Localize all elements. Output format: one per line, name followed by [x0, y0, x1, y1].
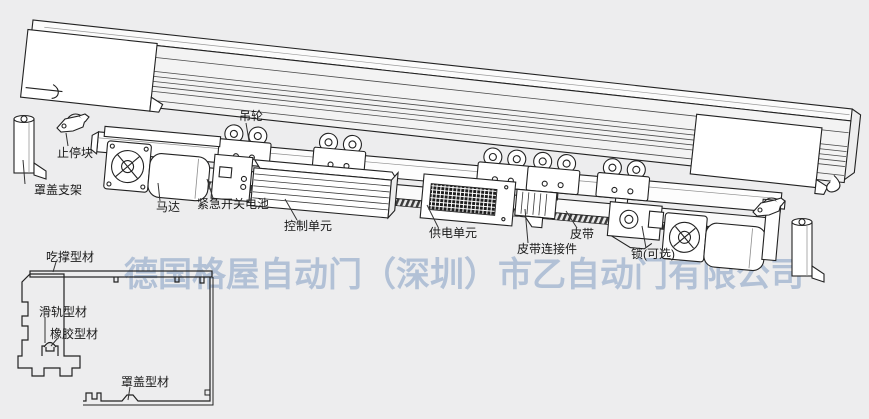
- control-unit-box: [249, 159, 399, 220]
- rail-left-end: [25, 84, 63, 100]
- label-stop-block: 止停块: [56, 146, 94, 160]
- label-slide-rail-profile: 滑轨型材: [38, 305, 88, 319]
- cover-bracket-left: [13, 114, 47, 180]
- rail-left-cover-panel: [19, 28, 164, 113]
- cover-bracket-right: [791, 217, 825, 283]
- lock-assembly: [606, 201, 665, 250]
- track-profile-body: [17, 273, 81, 377]
- label-cover-profile: 罩盖型材: [120, 375, 170, 389]
- label-hanger-wheel: 吊轮: [238, 109, 264, 123]
- cover-profile-strip: [83, 277, 214, 406]
- label-motor: 马达: [155, 200, 181, 214]
- motor-assembly: [103, 125, 222, 202]
- stop-block-left: [56, 113, 90, 133]
- belt-connector-clamp: [514, 188, 558, 229]
- operator-assembly: [90, 123, 786, 272]
- label-emergency-battery: 紧急开关电池: [196, 197, 270, 211]
- label-control-unit: 控制单元: [283, 219, 333, 233]
- label-lock-optional: 锁(可选): [631, 247, 675, 261]
- tension-pulley-motor: [661, 212, 767, 272]
- rail-right-cover-panel: [689, 113, 829, 196]
- label-cover-bracket: 罩盖支架: [33, 183, 83, 197]
- support-profile-arm: [29, 270, 213, 284]
- power-supply-box: [419, 173, 517, 227]
- label-belt: 皮带: [569, 227, 595, 241]
- rubber-insert: [43, 341, 57, 348]
- label-belt-connector: 皮带连接件: [516, 242, 578, 256]
- rail-end-cap: [826, 108, 862, 193]
- label-power-supply-unit: 供电单元: [428, 226, 478, 240]
- track-rail: [19, 19, 862, 196]
- label-support-profile: 吃撑型材: [45, 250, 95, 264]
- label-rubber-profile: 橡胶型材: [49, 327, 99, 341]
- slide-rail-boss: [41, 345, 59, 356]
- emergency-battery-unit: [210, 153, 254, 203]
- profile-cross-section: [17, 270, 214, 406]
- company-watermark: 德国格屋自动门（深圳）市乙自动门有限公司: [124, 256, 804, 294]
- leader-lines: [22, 122, 647, 401]
